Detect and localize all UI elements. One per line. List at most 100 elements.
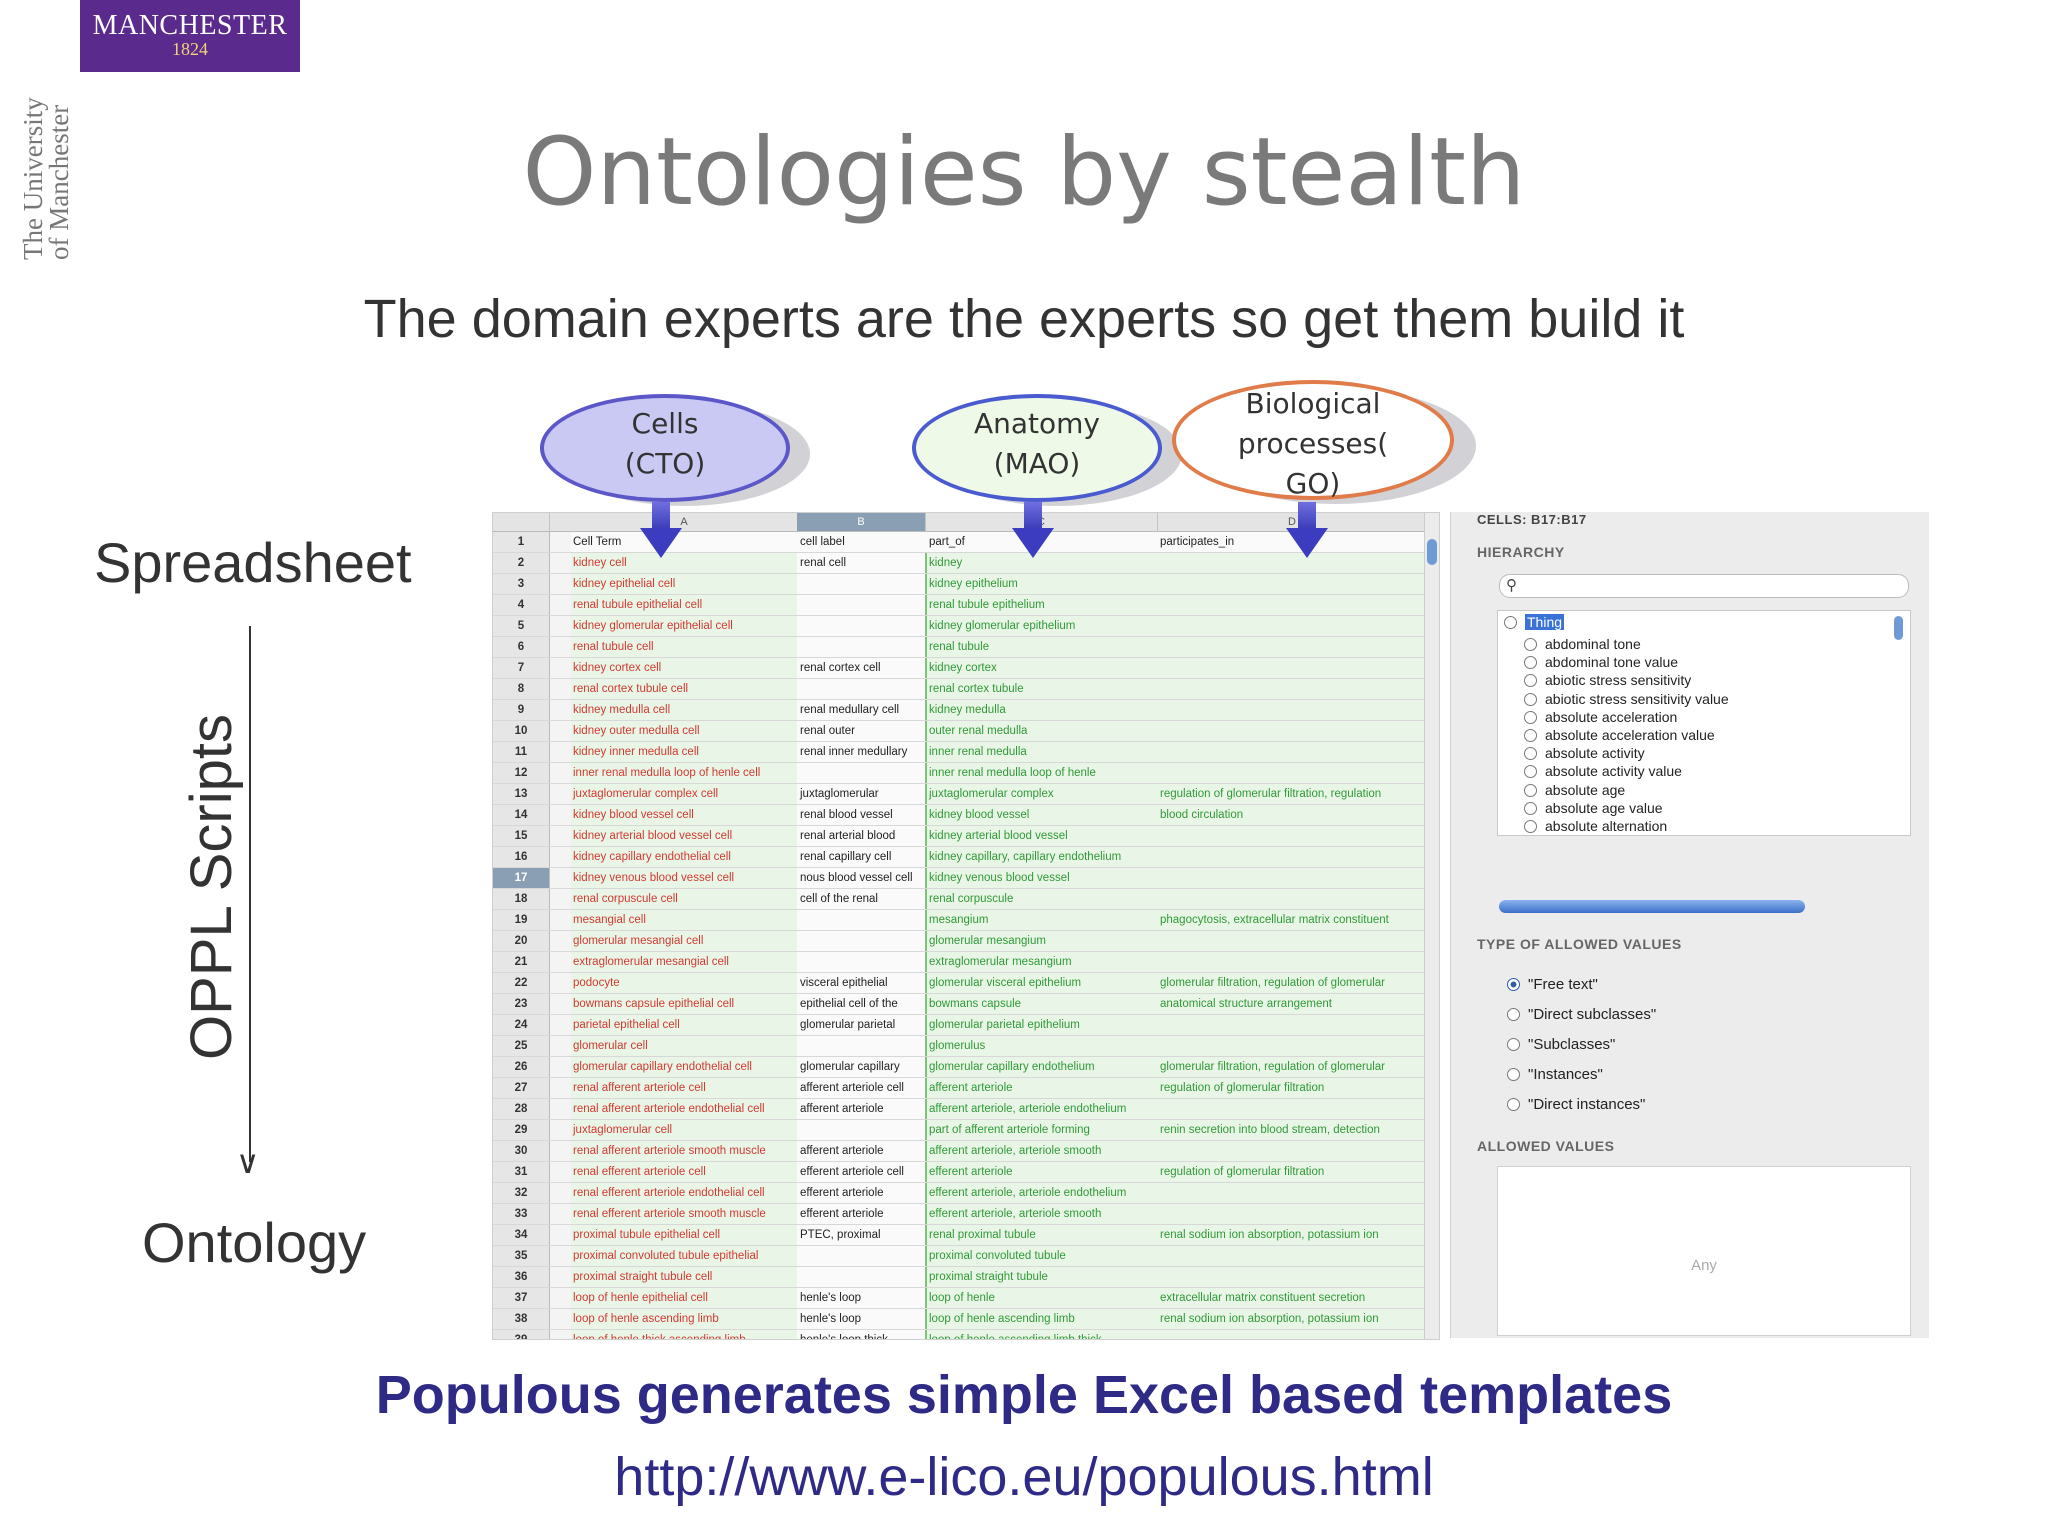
cell-b[interactable]: visceral epithelial <box>797 973 926 993</box>
cell-c[interactable]: outer renal medulla <box>925 721 1159 741</box>
cell-c[interactable]: afferent arteriole <box>925 1078 1159 1098</box>
row-number[interactable]: 36 <box>493 1267 550 1287</box>
cell-d[interactable]: regulation of glomerular filtration <box>1157 1078 1428 1098</box>
allowed-type-option[interactable]: "Direct instances" <box>1507 1094 1645 1116</box>
cell-a[interactable]: proximal convoluted tubule epithelial <box>571 1246 799 1266</box>
row-number[interactable]: 11 <box>493 742 550 762</box>
cell-c[interactable]: kidney blood vessel <box>925 805 1159 825</box>
cell-b[interactable] <box>797 763 926 783</box>
cell-c[interactable]: renal proximal tubule <box>925 1225 1159 1245</box>
cell-c[interactable]: proximal convoluted tubule <box>925 1246 1159 1266</box>
footer-url-link[interactable]: http://www.e-lico.eu/populous.html <box>614 1447 1434 1507</box>
cell-b[interactable]: renal cell <box>797 553 926 573</box>
cell-c[interactable]: afferent arteriole, arteriole endotheliu… <box>925 1099 1159 1119</box>
cell-b[interactable]: henle's loop <box>797 1309 926 1329</box>
cell-c[interactable]: mesangium <box>925 910 1159 930</box>
cell-d[interactable] <box>1157 1183 1428 1203</box>
cell-b[interactable]: afferent arteriole <box>797 1141 926 1161</box>
cell-b[interactable]: afferent arteriole cell <box>797 1078 926 1098</box>
cell-d[interactable] <box>1157 700 1428 720</box>
cell-a[interactable]: renal efferent arteriole smooth muscle <box>571 1204 799 1224</box>
radio-icon[interactable] <box>1507 1068 1520 1081</box>
cell-d[interactable] <box>1157 1267 1428 1287</box>
row-number[interactable]: 2 <box>493 553 550 573</box>
cell-a[interactable]: proximal tubule epithelial cell <box>571 1225 799 1245</box>
cell-a[interactable]: glomerular capillary endothelial cell <box>571 1057 799 1077</box>
row-number[interactable]: 30 <box>493 1141 550 1161</box>
row-number[interactable]: 7 <box>493 658 550 678</box>
tree-scrollbar-thumb[interactable] <box>1894 616 1903 640</box>
cell-d[interactable]: regulation of glomerular filtration, reg… <box>1157 784 1428 804</box>
tree-item[interactable]: absolute acceleration <box>1524 706 1677 728</box>
cell-c[interactable]: kidney venous blood vessel <box>925 868 1159 888</box>
cell-b[interactable]: efferent arteriole <box>797 1183 926 1203</box>
radio-icon[interactable] <box>1507 1098 1520 1111</box>
cell-c[interactable]: glomerulus <box>925 1036 1159 1056</box>
cell-d[interactable] <box>1157 763 1428 783</box>
tree-horizontal-scrollbar[interactable] <box>1499 900 1805 913</box>
row-number[interactable]: 31 <box>493 1162 550 1182</box>
row-number[interactable]: 13 <box>493 784 550 804</box>
cell-a[interactable]: kidney medulla cell <box>571 700 799 720</box>
cell-b[interactable]: PTEC, proximal <box>797 1225 926 1245</box>
row-number[interactable]: 27 <box>493 1078 550 1098</box>
cell-c[interactable]: juxtaglomerular complex <box>925 784 1159 804</box>
cell-b[interactable]: juxtaglomerular <box>797 784 926 804</box>
cell-c[interactable]: renal tubule <box>925 637 1159 657</box>
tree-item[interactable]: abdominal tone value <box>1524 651 1678 673</box>
cell-b[interactable] <box>797 595 926 615</box>
tree-item-thing[interactable]: Thing <box>1504 611 1565 633</box>
row-number[interactable]: 1 <box>493 532 550 552</box>
row-number[interactable]: 18 <box>493 889 550 909</box>
cell-c[interactable]: bowmans capsule <box>925 994 1159 1014</box>
row-number[interactable]: 14 <box>493 805 550 825</box>
cell-c[interactable]: renal tubule epithelium <box>925 595 1159 615</box>
tree-item[interactable]: abdominal tone <box>1524 633 1641 655</box>
cell-b[interactable] <box>797 1246 926 1266</box>
cell-d[interactable] <box>1157 952 1428 972</box>
cell-a[interactable]: renal efferent arteriole endothelial cel… <box>571 1183 799 1203</box>
cell-a[interactable]: loop of henle thick ascending limb <box>571 1330 799 1339</box>
tree-item[interactable]: absolute acceleration value <box>1524 724 1715 746</box>
column-header-b[interactable]: B <box>797 513 926 531</box>
cell-d[interactable] <box>1157 721 1428 741</box>
cell-c[interactable]: part of afferent arteriole forming <box>925 1120 1159 1140</box>
row-number[interactable]: 32 <box>493 1183 550 1203</box>
cell-b[interactable]: cell of the renal <box>797 889 926 909</box>
cell-d[interactable] <box>1157 847 1428 867</box>
cell-d[interactable] <box>1157 889 1428 909</box>
cell-a[interactable]: kidney capillary endothelial cell <box>571 847 799 867</box>
cell-c[interactable]: renal cortex tubule <box>925 679 1159 699</box>
row-number[interactable]: 26 <box>493 1057 550 1077</box>
row-number[interactable]: 17 <box>493 868 550 888</box>
cell-a[interactable]: glomerular mesangial cell <box>571 931 799 951</box>
cell-a[interactable]: Cell Term <box>571 532 799 552</box>
cell-c[interactable]: loop of henle <box>925 1288 1159 1308</box>
cell-c[interactable]: inner renal medulla <box>925 742 1159 762</box>
cell-d[interactable]: anatomical structure arrangement <box>1157 994 1428 1014</box>
cell-b[interactable] <box>797 931 926 951</box>
cell-d[interactable]: blood circulation <box>1157 805 1428 825</box>
cell-c[interactable]: afferent arteriole, arteriole smooth <box>925 1141 1159 1161</box>
cell-a[interactable]: renal corpuscule cell <box>571 889 799 909</box>
row-number[interactable]: 16 <box>493 847 550 867</box>
row-number[interactable]: 38 <box>493 1309 550 1329</box>
cell-c[interactable]: inner renal medulla loop of henle <box>925 763 1159 783</box>
allowed-type-option[interactable]: "Free text" <box>1507 974 1598 996</box>
cell-c[interactable]: efferent arteriole <box>925 1162 1159 1182</box>
cell-a[interactable]: kidney venous blood vessel cell <box>571 868 799 888</box>
tree-item[interactable]: absolute age <box>1524 779 1625 801</box>
cell-b[interactable]: henle's loop <box>797 1288 926 1308</box>
cell-a[interactable]: renal tubule epithelial cell <box>571 595 799 615</box>
cell-a[interactable]: renal cortex tubule cell <box>571 679 799 699</box>
allowed-values-box[interactable]: Any <box>1497 1166 1911 1336</box>
cell-c[interactable]: kidney cortex <box>925 658 1159 678</box>
cell-b[interactable]: glomerular capillary <box>797 1057 926 1077</box>
cell-d[interactable]: renin secretion into blood stream, detec… <box>1157 1120 1428 1140</box>
row-number[interactable]: 19 <box>493 910 550 930</box>
cell-a[interactable]: glomerular cell <box>571 1036 799 1056</box>
cell-a[interactable]: extraglomerular mesangial cell <box>571 952 799 972</box>
cell-d[interactable] <box>1157 1099 1428 1119</box>
cell-d[interactable] <box>1157 868 1428 888</box>
cell-a[interactable]: kidney outer medulla cell <box>571 721 799 741</box>
